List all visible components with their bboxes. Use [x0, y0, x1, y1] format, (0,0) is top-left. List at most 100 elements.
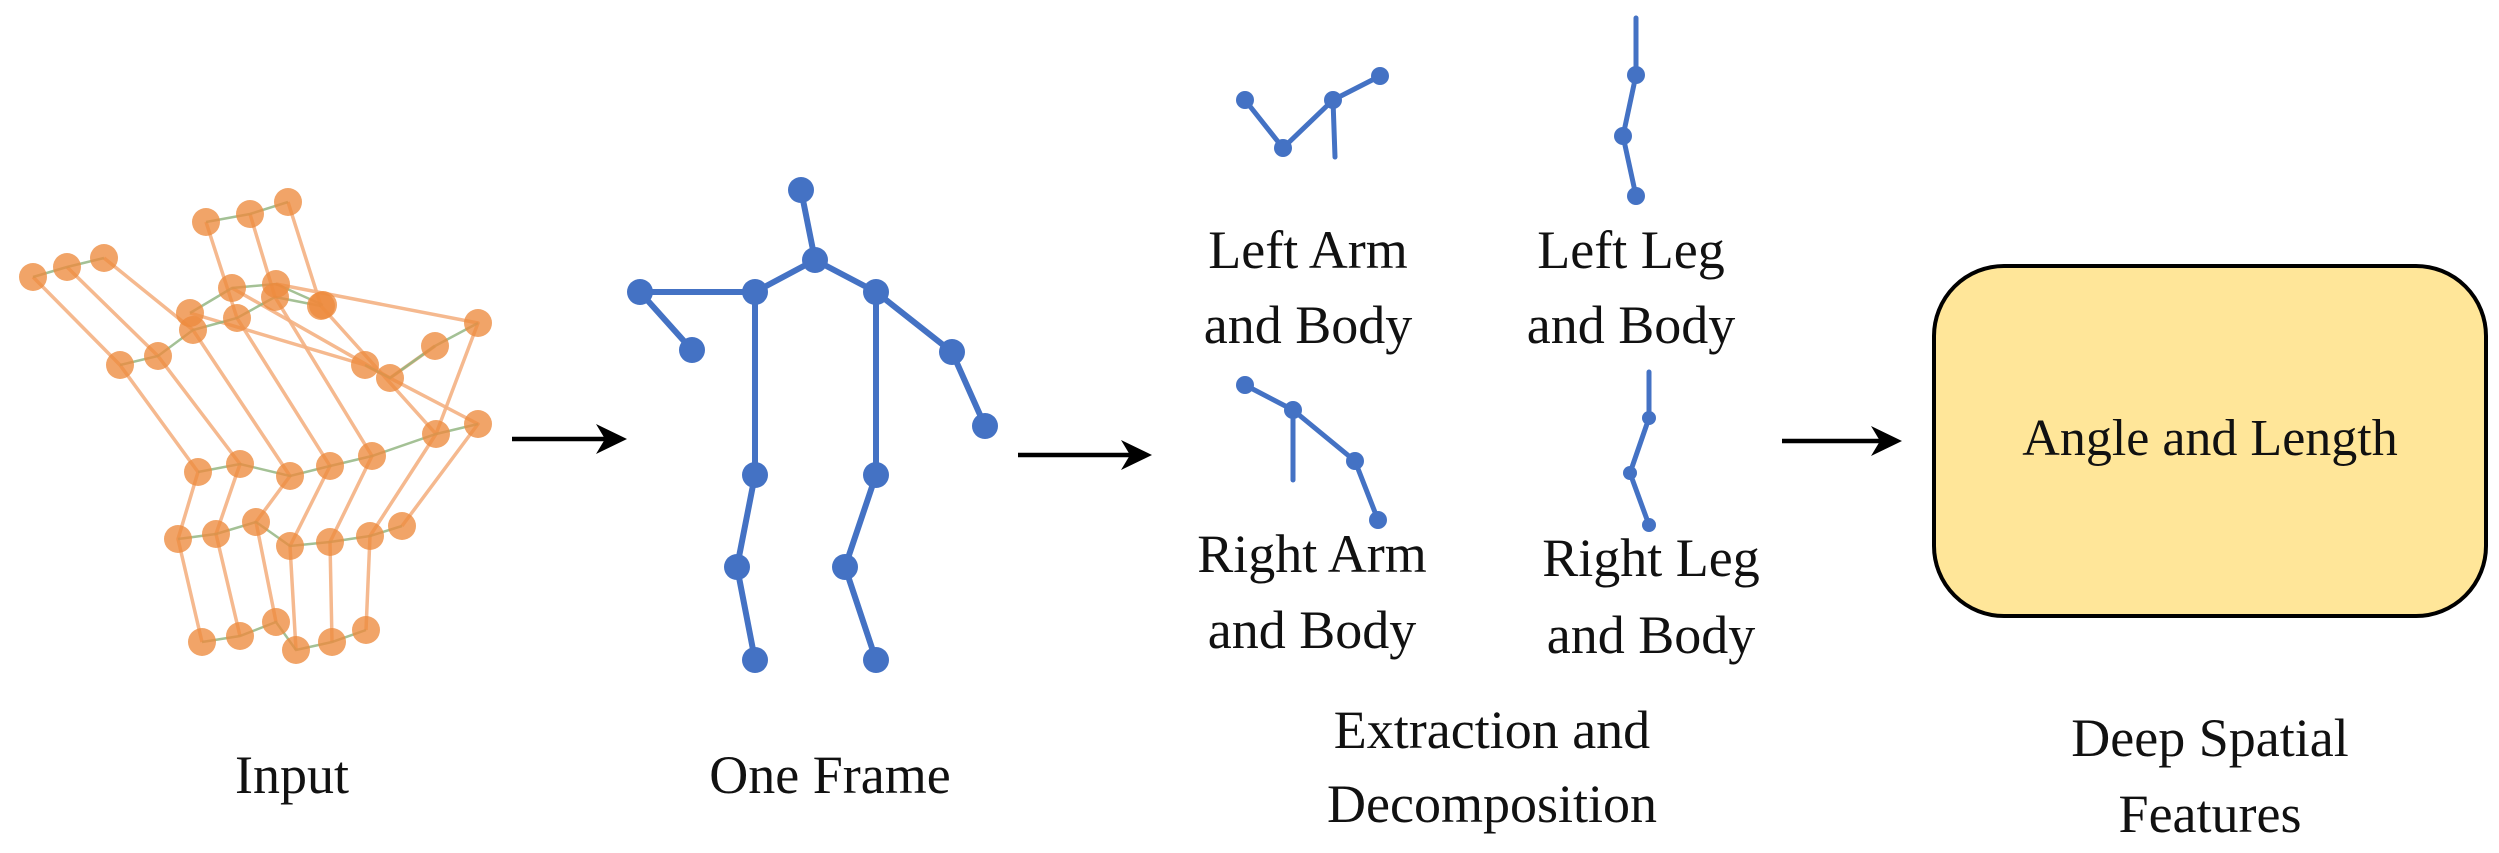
right-leg-joint [1623, 466, 1637, 480]
right-arm-body-label-line2: and Body [1208, 600, 1417, 660]
one-frame-skeleton [627, 177, 998, 673]
input-joint [262, 608, 290, 636]
input-joint [192, 208, 220, 236]
frame-joint [627, 279, 653, 305]
right-arm-bone [1290, 407, 1358, 464]
arrow-frame-to-extraction [1018, 440, 1152, 470]
right-arm-joint [1236, 376, 1254, 394]
extraction-caption-line1: Extraction and [1334, 700, 1650, 760]
input-joint [223, 304, 251, 332]
right-leg-joint [1642, 411, 1656, 425]
features-caption-line2: Features [2119, 784, 2302, 844]
right-arm-body-label-line1: Right Arm [1197, 524, 1427, 584]
input-joint [242, 508, 270, 536]
left-arm-joint [1236, 91, 1254, 109]
input-limb-trace [31, 275, 204, 643]
input-joint [202, 520, 230, 548]
frame-joint [742, 462, 768, 488]
left-leg-body-label-line1: Left Leg [1537, 220, 1724, 280]
left-arm-bone [1330, 97, 1338, 160]
frame-bone [949, 349, 988, 429]
input-joint [316, 528, 344, 556]
left-arm-bone [1280, 97, 1336, 151]
input-joint [356, 522, 384, 550]
input-joint [276, 462, 304, 490]
angle-length-box [1932, 264, 2488, 618]
input-joint [226, 450, 254, 478]
input-joint [351, 351, 379, 379]
right-arm-joint [1369, 511, 1387, 529]
input-joint [316, 452, 344, 480]
input-joint [164, 525, 192, 553]
frame-joint [742, 647, 768, 673]
input-frame-link [364, 321, 479, 380]
input-joint [276, 532, 304, 560]
frame-bone [842, 472, 879, 570]
input-joint [218, 274, 246, 302]
left-leg-bone [1620, 72, 1639, 139]
right-leg-bone [1627, 415, 1652, 476]
extraction-caption-line2: Decomposition [1327, 774, 1657, 834]
frame-joint [863, 647, 889, 673]
left-leg-joint [1627, 66, 1645, 84]
input-joint [144, 342, 172, 370]
input-joint [318, 628, 346, 656]
input-joint [262, 270, 290, 298]
frame-joint [939, 339, 965, 365]
left-leg-bone [1620, 133, 1639, 199]
input-limb-trace [189, 311, 480, 528]
frame-bone [842, 564, 879, 663]
left-arm-bone [1242, 97, 1286, 151]
right-arm-joint [1284, 401, 1302, 419]
left-leg-joint [1627, 187, 1645, 205]
left-arm-joint [1274, 139, 1292, 157]
input-joint [388, 512, 416, 540]
left-leg-body-label-line2: and Body [1527, 295, 1736, 355]
features-caption-line1: Deep Spatial [2071, 708, 2348, 768]
frame-bone [734, 472, 758, 570]
angle-length-label: Angle and Length [2022, 410, 2397, 467]
right-leg-body-label-line2: and Body [1547, 605, 1756, 665]
input-joint [421, 332, 449, 360]
input-joint [274, 188, 302, 216]
input-joint [309, 291, 337, 319]
right-leg-body-label-line1: Right Leg [1542, 528, 1759, 588]
input-joint [422, 420, 450, 448]
left-leg-joint [1614, 127, 1632, 145]
left-arm-body-skeleton [1236, 67, 1389, 160]
input-joint [464, 410, 492, 438]
right-leg-bone [1627, 470, 1652, 528]
frame-bone [873, 289, 955, 355]
frame-joint [863, 462, 889, 488]
input-joint [90, 244, 118, 272]
left-arm-body-label-line2: and Body [1204, 295, 1413, 355]
frame-bone [734, 564, 758, 663]
input-joint [464, 309, 492, 337]
frame-joint [788, 177, 814, 203]
right-leg-joint [1642, 518, 1656, 532]
right-arm-bone [1242, 382, 1296, 413]
input-joint [282, 636, 310, 664]
left-leg-body-skeleton [1614, 15, 1645, 205]
right-leg-body-skeleton [1623, 369, 1656, 532]
input-joint [53, 253, 81, 281]
right-arm-body-skeleton [1236, 376, 1387, 529]
arrow-extraction-to-features [1782, 426, 1902, 456]
left-arm-joint [1371, 67, 1389, 85]
input-limb-trace [286, 201, 438, 631]
input-limb-trace [65, 265, 242, 637]
input-joint [19, 263, 47, 291]
frame-joint [832, 554, 858, 580]
arrow-input-to-frame [512, 424, 627, 454]
input-joint [188, 628, 216, 656]
right-arm-joint [1346, 452, 1364, 470]
right-arm-bone [1352, 458, 1381, 523]
input-joint [184, 458, 212, 486]
input-joint [358, 442, 386, 470]
input-frame-link [189, 282, 324, 315]
frame-joint [724, 554, 750, 580]
frame-joint [742, 279, 768, 305]
input-joint [106, 351, 134, 379]
left-arm-joint [1324, 91, 1342, 109]
